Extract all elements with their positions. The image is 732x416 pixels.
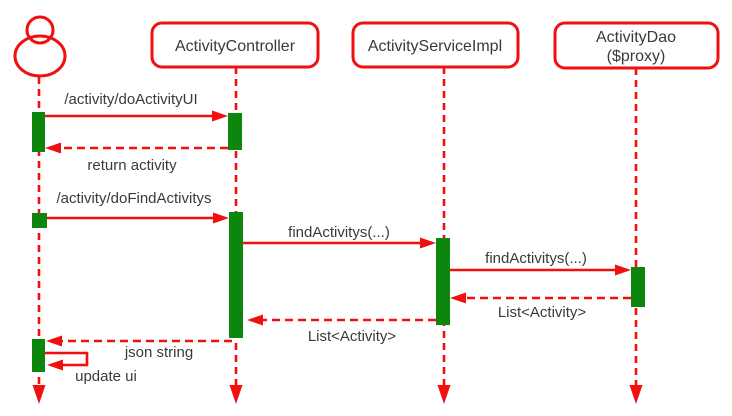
- participant-box: [351, 21, 520, 69]
- participant-activity-service-impl: ActivityServiceImpl: [351, 21, 520, 69]
- activation-controller-1: [228, 113, 242, 150]
- lifeline-end-arrow-icon: [629, 385, 643, 404]
- arrowhead-icon: [46, 335, 62, 347]
- arrowhead-icon: [247, 314, 263, 326]
- lifeline-end-arrow-icon: [437, 385, 451, 404]
- message-find-activitys-controller-service: findActivitys(...): [243, 224, 436, 249]
- activation-service: [436, 238, 450, 325]
- lifeline-end-arrow-icon: [32, 385, 46, 404]
- arrowhead-icon: [213, 212, 229, 224]
- message-label: List<Activity>: [308, 328, 397, 345]
- actor-head-icon: [25, 15, 55, 45]
- participant-activity-controller: ActivityController: [150, 21, 320, 69]
- participant-label: ActivityServiceImpl: [368, 38, 502, 55]
- arrowhead-icon: [212, 110, 228, 122]
- message-label: return activity: [87, 157, 177, 174]
- message-list-activity-dao-service: List<Activity>: [450, 292, 631, 321]
- message-arrow: [45, 351, 89, 367]
- arrowhead-icon: [45, 142, 61, 154]
- message-update-ui-self: update ui: [45, 351, 137, 385]
- participant-box: [150, 21, 320, 69]
- participant-sublabel: ($proxy): [607, 48, 666, 65]
- message-label: List<Activity>: [498, 304, 587, 321]
- arrowhead-icon: [420, 237, 436, 249]
- arrowhead-icon: [615, 264, 631, 276]
- participant-label: ActivityController: [175, 38, 296, 55]
- message-do-find-activitys: /activity/doFindActivitys: [47, 190, 229, 224]
- message-do-activity-ui: /activity/doActivityUI: [45, 91, 228, 122]
- participant-activity-dao: ActivityDao ($proxy): [553, 21, 720, 70]
- participant-label: ActivityDao: [596, 29, 676, 46]
- message-label: json string: [124, 344, 193, 361]
- message-label: /activity/doFindActivitys: [56, 190, 211, 207]
- message-find-activitys-service-dao: findActivitys(...): [450, 250, 631, 276]
- message-label: update ui: [75, 368, 137, 385]
- message-return-activity: return activity: [45, 142, 228, 174]
- activation-controller-2: [229, 212, 243, 338]
- actor-body-icon: [13, 34, 67, 78]
- message-json-string: json string: [46, 335, 232, 361]
- message-label: /activity/doActivityUI: [64, 91, 197, 108]
- activation-dao: [631, 267, 645, 307]
- message-label: findActivitys(...): [288, 224, 390, 241]
- activation-user-2: [32, 213, 47, 228]
- participant-box: [553, 21, 720, 70]
- arrowhead-icon: [450, 292, 466, 304]
- arrowhead-icon: [47, 359, 63, 371]
- activation-user-1: [32, 112, 45, 152]
- message-list-activity-service-controller: List<Activity>: [247, 314, 436, 345]
- message-label: findActivitys(...): [485, 250, 587, 267]
- activation-user-3: [32, 339, 45, 372]
- lifeline-end-arrow-icon: [229, 385, 243, 404]
- actor-user: [13, 15, 67, 78]
